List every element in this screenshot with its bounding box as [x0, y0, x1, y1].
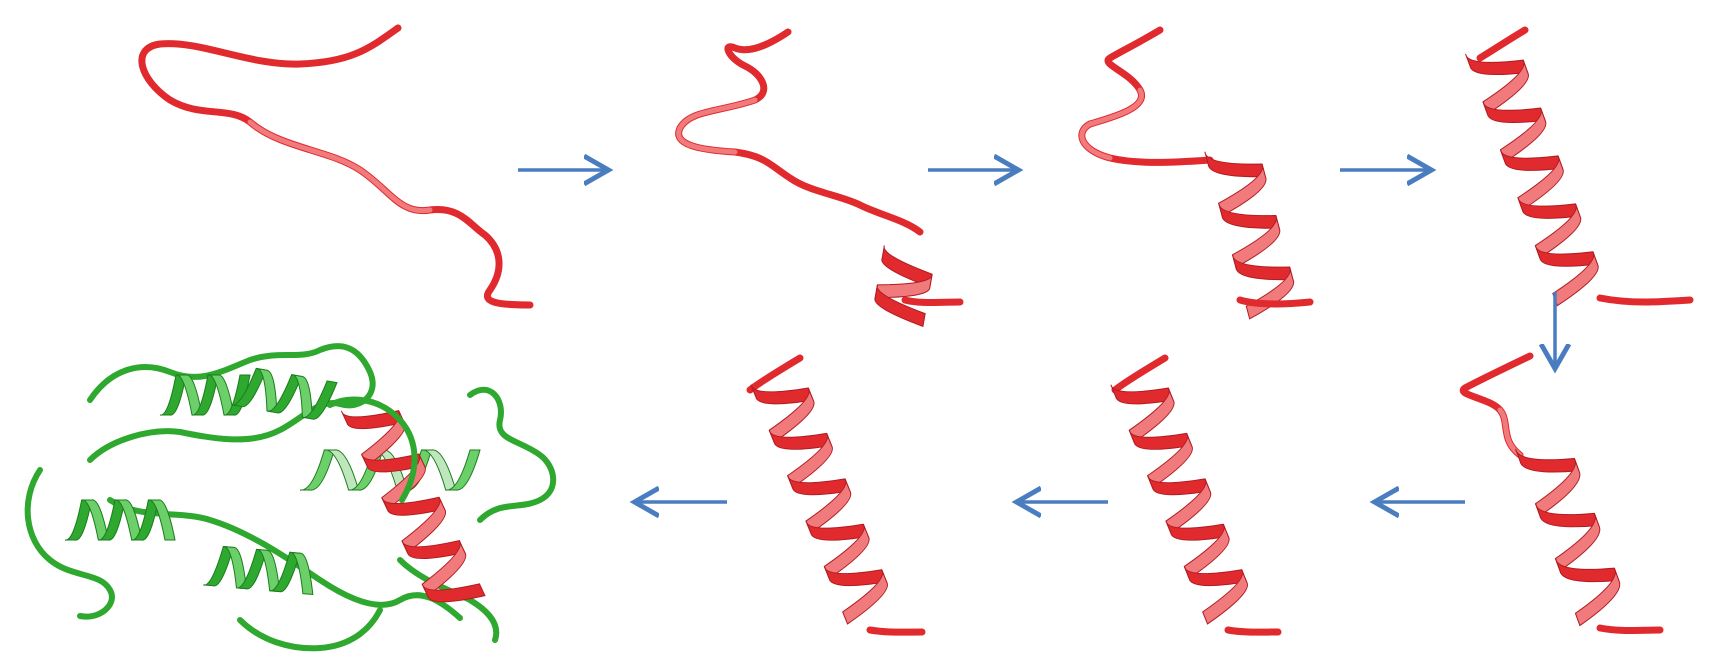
helix-ribbon-segment: [148, 499, 176, 541]
stage-helix-kinked: [1459, 352, 1664, 634]
protein-helix-left: [64, 499, 176, 541]
helix-ribbon-segment: [445, 449, 481, 491]
stage-full-helix: [1110, 354, 1282, 636]
stage-coil: [138, 24, 534, 309]
helix-ribbon-segment: [203, 545, 234, 587]
helix-ribbon-segment: [1515, 448, 1580, 473]
final-helix-turns: [750, 384, 888, 625]
short-helix-tail: [901, 296, 964, 306]
protein-helix-top-center: [231, 367, 338, 420]
protein-loop-top: [87, 343, 376, 463]
helix-ribbon-segment: [64, 499, 93, 541]
extended-helix-turns: [1465, 53, 1599, 307]
stage-short-helix: [675, 28, 964, 328]
protein-loop-right: [467, 386, 557, 523]
stage-extended-helix: [1465, 26, 1694, 307]
extended-helix-tail: [1596, 294, 1694, 306]
protein-crossing-strand: [327, 396, 418, 503]
partial-helix-tail: [1236, 296, 1314, 308]
final-helix-tail: [866, 626, 926, 636]
kinked-helix-turns: [1515, 448, 1621, 627]
partial-helix-strand: [1078, 26, 1214, 166]
helix-ribbon-segment: [1204, 151, 1267, 178]
coil-highlight: [247, 119, 433, 214]
helix-ribbon-segment: [223, 374, 251, 416]
bound-peptide-helix: [340, 410, 486, 603]
protein-loop-left: [24, 467, 115, 620]
helix-ribbon-segment: [1465, 53, 1529, 76]
kinked-helix-strand: [1459, 352, 1534, 459]
coil-strand: [138, 24, 534, 309]
helix-ribbon-segment: [874, 284, 926, 328]
stage-full-helix-final: [746, 354, 926, 636]
short-helix-turns: [874, 245, 933, 328]
stage-partial-helix: [1078, 26, 1314, 320]
full-helix-tail: [1224, 626, 1282, 636]
helix-ribbon-segment: [842, 569, 888, 625]
helix-ribbon-segment: [289, 551, 314, 596]
extended-helix-head: [1476, 26, 1529, 62]
short-helix-strand: [675, 28, 924, 236]
helix-ribbon-segment: [1552, 251, 1599, 307]
partial-helix-highlight: [1079, 87, 1145, 161]
helix-ribbon-segment: [421, 583, 486, 603]
helix-ribbon-segment: [1202, 569, 1248, 625]
helix-ribbon-segment: [1574, 567, 1621, 627]
protein-helix-bottom: [203, 545, 314, 596]
protein-loop-lower-left: [237, 607, 383, 652]
helix-ribbon-segment: [159, 374, 187, 416]
short-helix-highlight: [676, 97, 758, 155]
partial-helix-turns: [1204, 151, 1295, 320]
helix-ribbon-segment: [302, 380, 338, 420]
full-helix-turns: [1110, 384, 1248, 625]
stage-bound-complex: [24, 343, 557, 652]
protein-loop-bottom: [107, 497, 463, 621]
protein-loop-bottom-right: [397, 557, 500, 643]
final-helix-head: [746, 354, 804, 394]
full-helix-head: [1111, 354, 1169, 394]
helix-ribbon-segment: [299, 449, 335, 491]
protein-helix-top-left: [159, 374, 251, 416]
kinked-helix-tail: [1596, 624, 1664, 634]
